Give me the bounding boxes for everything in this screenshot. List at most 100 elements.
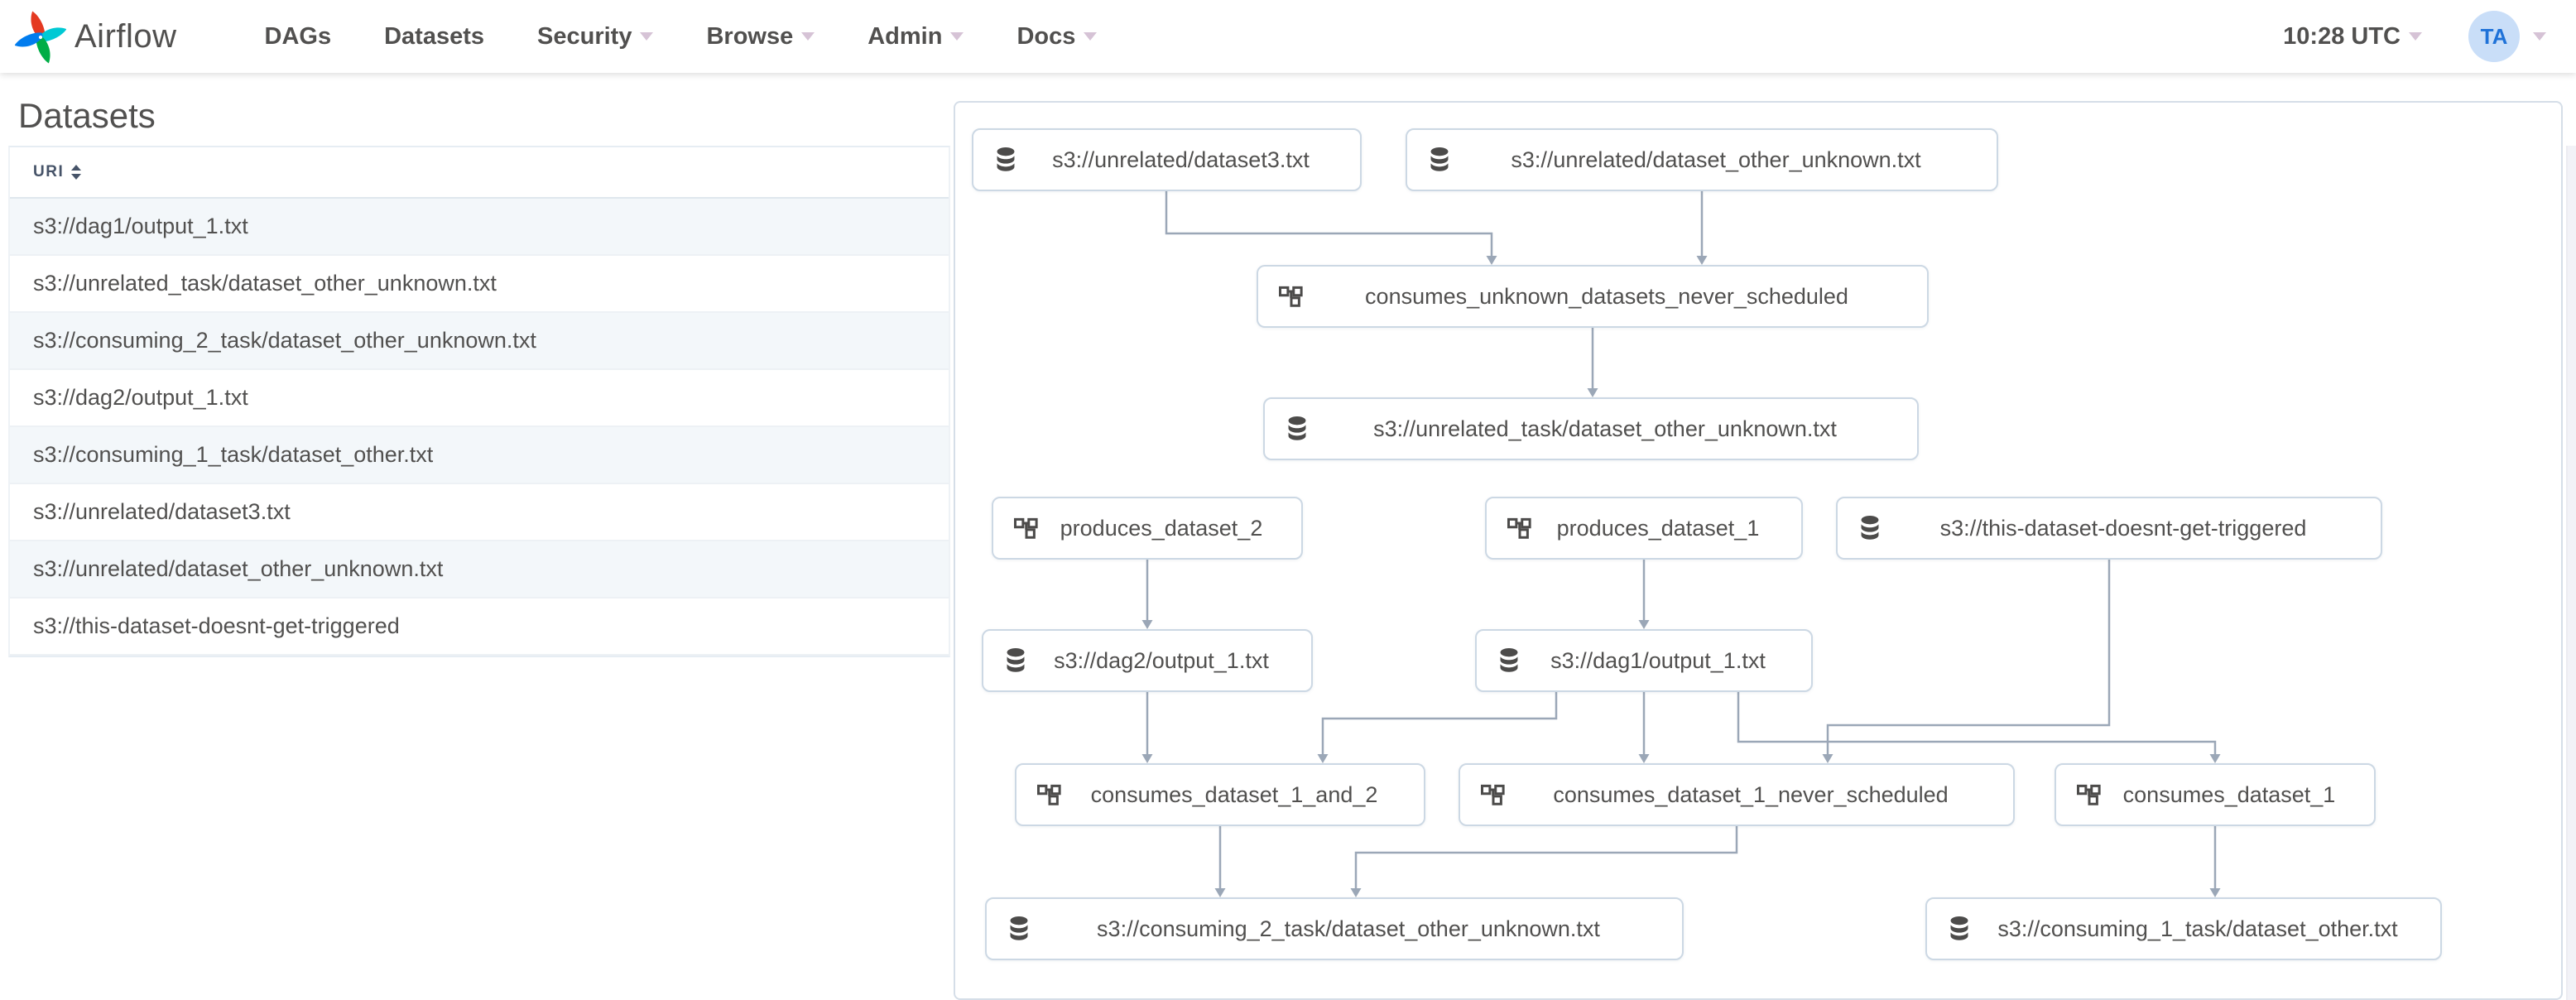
uri-cell: s3://consuming_2_task/dataset_other_unkn…: [33, 328, 536, 353]
nav-item-security[interactable]: Security: [537, 23, 654, 50]
graph-node-ds_not_triggered[interactable]: s3://this-dataset-doesnt-get-triggered: [1836, 497, 2382, 560]
edge-arrowhead: [1638, 754, 1650, 763]
graph-node-label: produces_dataset_1: [1556, 515, 1760, 541]
datasets-table: URI s3://dag1/output_1.txt s3://unrelated…: [8, 146, 950, 657]
edge-arrowhead: [2209, 888, 2221, 897]
graph-node-label: s3://unrelated/dataset_other_unknown.txt: [1511, 147, 1921, 172]
graph-node-dag_consumes_1_never[interactable]: consumes_dataset_1_never_scheduled: [1459, 763, 2015, 826]
edge-arrowhead: [1141, 620, 1153, 629]
edge-ds_not_triggered-to-dag_consumes_1_never: [1826, 560, 2111, 757]
graph-node-ds_dag1_output[interactable]: s3://dag1/output_1.txt: [1475, 629, 1813, 692]
graph-node-label: s3://dag2/output_1.txt: [1054, 647, 1269, 673]
nav-item-browse[interactable]: Browse: [706, 23, 815, 50]
graph-node-dag_consumes_1_and_2[interactable]: consumes_dataset_1_and_2: [1015, 763, 1425, 826]
graph-node-label: consumes_dataset_1_and_2: [1090, 781, 1378, 807]
uri-cell: s3://unrelated/dataset3.txt: [33, 499, 291, 524]
nav-item-datasets[interactable]: Datasets: [384, 23, 484, 50]
graph-node-label: s3://unrelated/dataset3.txt: [1052, 147, 1310, 172]
graph-node-label: consumes_dataset_1: [2122, 781, 2336, 807]
graph-node-ds_dag2_output[interactable]: s3://dag2/output_1.txt: [982, 629, 1313, 692]
database-icon: [1430, 147, 1449, 171]
chevron-down-icon: [640, 32, 654, 41]
table-body: s3://dag1/output_1.txt s3://unrelated_tas…: [10, 199, 949, 656]
graph-node-dag_consumes_1[interactable]: consumes_dataset_1: [2055, 763, 2376, 826]
avatar-initials: TA: [2480, 23, 2508, 49]
uri-cell: s3://unrelated/dataset_other_unknown.txt: [33, 556, 444, 581]
clock-dropdown[interactable]: 10:28 UTC: [2283, 23, 2422, 50]
database-icon: [997, 147, 1015, 171]
graph-node-ds_unrelated_dataset3[interactable]: s3://unrelated/dataset3.txt: [972, 128, 1362, 191]
table-row[interactable]: s3://consuming_2_task/dataset_other_unkn…: [10, 313, 949, 370]
graph-node-ds_unrelated_task_other_unknown[interactable]: s3://unrelated_task/dataset_other_unknow…: [1263, 397, 1919, 460]
graph-node-dag_consumes_unknown[interactable]: consumes_unknown_datasets_never_schedule…: [1257, 265, 1929, 328]
graph-node-ds_consuming_1[interactable]: s3://consuming_1_task/dataset_other.txt: [1925, 897, 2442, 960]
database-icon: [1861, 515, 1879, 540]
database-icon: [1010, 916, 1028, 940]
nav-item-label: Docs: [1016, 22, 1076, 50]
database-icon: [1007, 647, 1025, 672]
edge-arrowhead: [1638, 620, 1650, 629]
nav-item-label: Datasets: [384, 22, 485, 50]
nav-item-dags[interactable]: DAGs: [265, 23, 332, 50]
uri-cell: s3://this-dataset-doesnt-get-triggered: [33, 613, 400, 638]
uri-cell: s3://consuming_1_task/dataset_other.txt: [33, 442, 434, 467]
airflow-logo[interactable]: Airflow: [15, 9, 177, 64]
dependency-edges: [1141, 191, 2221, 897]
clock-label: 10:28 UTC: [2283, 22, 2401, 50]
edge-arrowhead: [1587, 388, 1598, 397]
edge-ds_unrelated_dataset3-to-dag_consumes_unknown: [1165, 191, 1493, 258]
dag-icon: [1507, 517, 1531, 539]
airflow-pinwheel-icon: [15, 11, 66, 64]
chevron-down-icon: [801, 32, 815, 41]
edge-arrowhead: [1696, 256, 1708, 265]
sort-icon: [71, 165, 82, 180]
graph-node-ds_unrelated_other_unknown[interactable]: s3://unrelated/dataset_other_unknown.txt: [1406, 128, 1998, 191]
table-row[interactable]: s3://dag2/output_1.txt: [10, 370, 949, 427]
database-icon: [1950, 916, 1968, 940]
graph-node-label: s3://this-dataset-doesnt-get-triggered: [1939, 515, 2307, 541]
column-header-uri[interactable]: URI: [33, 163, 82, 181]
nav-menu: DAGs Datasets Security Browse Admin Docs: [265, 23, 1151, 50]
table-row[interactable]: s3://unrelated/dataset_other_unknown.txt: [10, 541, 949, 599]
uri-cell: s3://dag1/output_1.txt: [33, 214, 248, 238]
table-row[interactable]: s3://consuming_1_task/dataset_other.txt: [10, 427, 949, 484]
database-icon: [1500, 647, 1518, 672]
brand-text: Airflow: [74, 17, 177, 55]
edge-arrowhead: [1141, 754, 1153, 763]
dag-icon: [1279, 286, 1303, 307]
table-row[interactable]: s3://unrelated/dataset3.txt: [10, 484, 949, 541]
edge-dag_consumes_1_never-to-ds_consuming_2: [1354, 826, 1738, 891]
vertical-scrollbar[interactable]: [2566, 146, 2576, 1000]
dag-icon: [1481, 784, 1505, 805]
graph-node-label: consumes_unknown_datasets_never_schedule…: [1365, 283, 1848, 309]
avatar[interactable]: TA: [2468, 11, 2520, 62]
graph-node-dag_produces_dataset_2[interactable]: produces_dataset_2: [992, 497, 1303, 560]
nav-item-label: Browse: [706, 22, 794, 50]
edge-ds_dag1_output-to-dag_consumes_1: [1737, 692, 2217, 757]
chevron-down-icon[interactable]: [2533, 32, 2546, 41]
chevron-down-icon: [950, 32, 964, 41]
table-row[interactable]: s3://dag1/output_1.txt: [10, 199, 949, 256]
table-header-row: URI: [10, 147, 949, 199]
nav-item-label: DAGs: [264, 22, 332, 50]
column-header-label: URI: [33, 163, 65, 180]
nav-item-docs[interactable]: Docs: [1016, 22, 1098, 50]
dag-icon: [1014, 517, 1038, 539]
edge-arrowhead: [1317, 754, 1329, 763]
graph-node-label: s3://consuming_1_task/dataset_other.txt: [1997, 916, 2398, 941]
table-row[interactable]: s3://unrelated_task/dataset_other_unknow…: [10, 256, 949, 313]
graph-node-label: s3://consuming_2_task/dataset_other_unkn…: [1097, 916, 1600, 941]
edge-arrowhead: [1214, 888, 1226, 897]
dataset-graph-panel: s3://unrelated/dataset3.txt s3://unrelat…: [954, 101, 2563, 1000]
edge-arrowhead: [1350, 888, 1362, 897]
graph-node-ds_consuming_2[interactable]: s3://consuming_2_task/dataset_other_unkn…: [985, 897, 1684, 960]
graph-node-label: consumes_dataset_1_never_scheduled: [1553, 781, 1949, 807]
nav-item-admin[interactable]: Admin: [867, 23, 964, 50]
uri-cell: s3://dag2/output_1.txt: [33, 385, 248, 410]
edge-arrowhead: [1822, 754, 1833, 763]
table-row[interactable]: s3://this-dataset-doesnt-get-triggered: [10, 599, 949, 656]
database-icon: [1288, 416, 1306, 440]
graph-node-dag_produces_dataset_1[interactable]: produces_dataset_1: [1485, 497, 1803, 560]
chevron-down-icon: [2409, 32, 2422, 41]
